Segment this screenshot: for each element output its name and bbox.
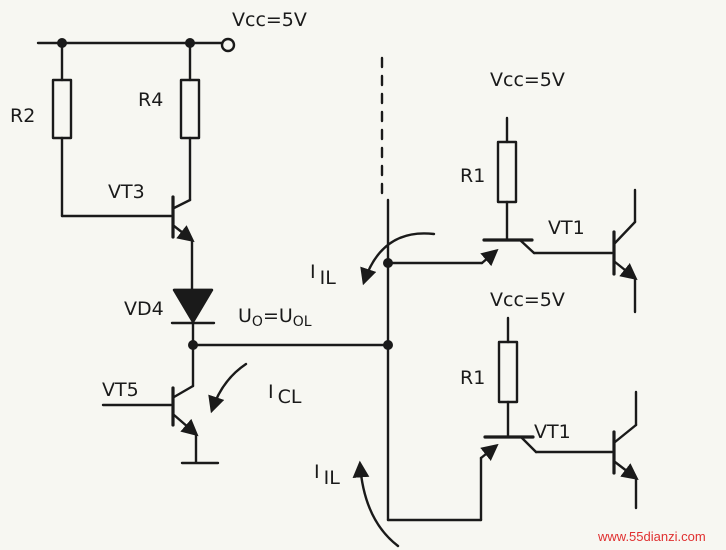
resistor-r1-lower bbox=[497, 340, 519, 404]
label-vt5: VT5 bbox=[102, 379, 139, 401]
icl-arrow bbox=[208, 362, 248, 414]
diode-vd4 bbox=[172, 288, 214, 324]
supply-terminal bbox=[220, 37, 236, 53]
junction-dot bbox=[185, 38, 195, 48]
supply-label-top: Vcc=5V bbox=[232, 9, 307, 31]
resistor-r2 bbox=[51, 78, 73, 140]
label-vd4: VD4 bbox=[124, 298, 164, 320]
output-voltage-label: UO=UOL bbox=[238, 305, 312, 330]
label-vt3: VT3 bbox=[108, 181, 145, 203]
label-r1-lower: R1 bbox=[460, 367, 485, 389]
junction-dot bbox=[57, 38, 67, 48]
junction-dot bbox=[383, 258, 393, 268]
iil-lower-arrow bbox=[352, 460, 400, 548]
label-r2: R2 bbox=[10, 105, 35, 127]
label-vt1-lower: VT1 bbox=[534, 421, 571, 443]
label-r1-upper: R1 bbox=[460, 165, 485, 187]
iil-upper-arrow bbox=[360, 232, 436, 286]
resistor-r1-upper bbox=[496, 140, 518, 204]
junction-dot bbox=[383, 340, 393, 350]
junction-dot bbox=[188, 340, 198, 350]
label-r4: R4 bbox=[138, 89, 163, 111]
supply-label-upper-r1: Vcc=5V bbox=[490, 69, 565, 91]
watermark: www.55dianzi.com bbox=[597, 529, 706, 544]
label-vt1-upper: VT1 bbox=[548, 217, 585, 239]
supply-label-lower-r1: Vcc=5V bbox=[490, 289, 565, 311]
resistor-r4 bbox=[179, 78, 201, 140]
